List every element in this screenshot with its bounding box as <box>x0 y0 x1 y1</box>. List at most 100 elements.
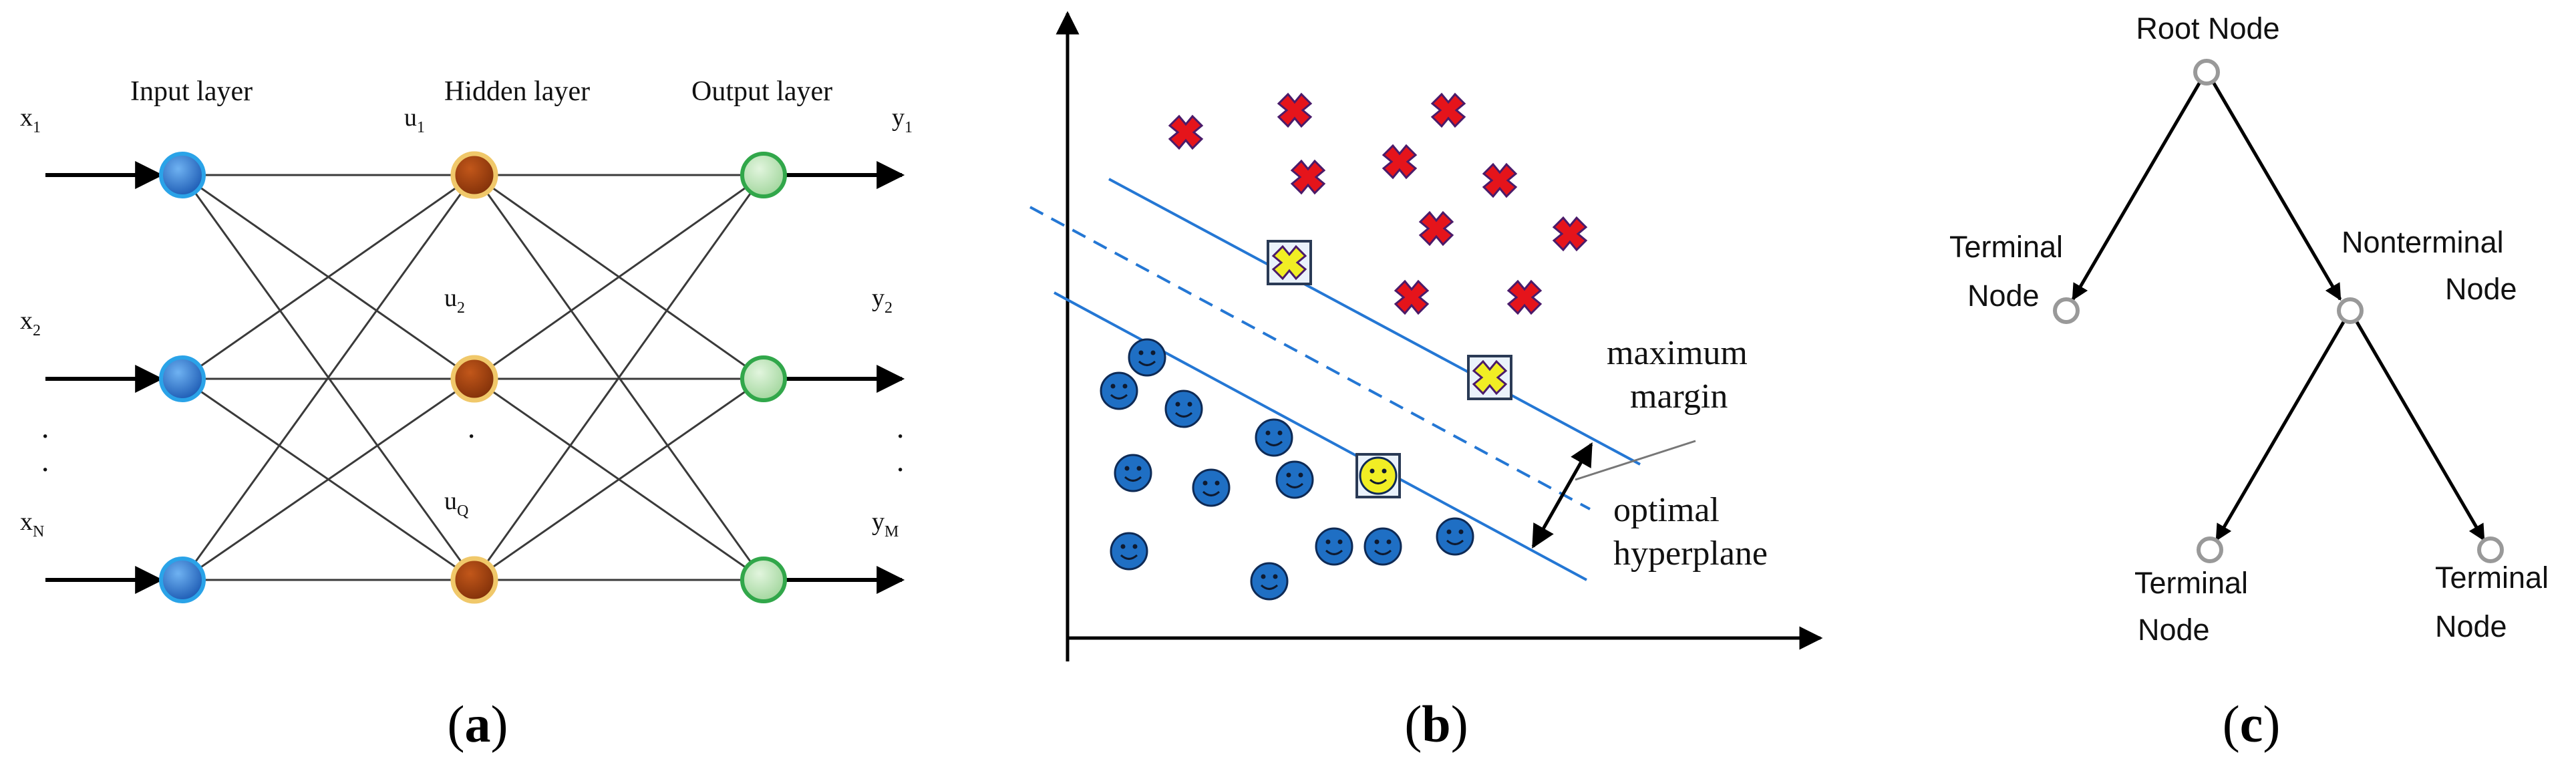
smiley-mouth <box>1285 482 1304 488</box>
connection-l1-1-0 <box>474 174 764 380</box>
caption-c: (c) <box>2223 695 2281 753</box>
annotation-hyperplane: hyperplane <box>1613 534 1768 573</box>
upper-margin-line <box>1108 178 1641 466</box>
smiley-icon <box>1100 371 1138 410</box>
output-label-y1: y1 <box>892 104 913 136</box>
smiley-eye <box>1138 350 1144 355</box>
cross-icon <box>1552 216 1588 252</box>
smiley-icon <box>1363 527 1402 566</box>
smiley-eye <box>1136 466 1142 471</box>
cross-icon <box>1394 279 1430 315</box>
cross-point-9 <box>1506 279 1543 315</box>
edge-root-right <box>2211 81 2342 301</box>
smiley-mouth <box>1446 539 1464 545</box>
smiley-eye <box>1298 472 1303 478</box>
smiley-point-10 <box>1436 517 1474 556</box>
cross-icon <box>1277 92 1313 128</box>
input-label-x2: x2 <box>20 307 41 339</box>
smiley-mouth <box>1374 549 1392 555</box>
smiley-point-4 <box>1114 454 1152 492</box>
cross-point-8 <box>1394 279 1430 315</box>
smiley-icon <box>1110 532 1148 571</box>
ellipsis-output-2: · <box>895 452 905 486</box>
annotation-pointer <box>1575 440 1696 481</box>
smiley-eye <box>1110 383 1116 389</box>
tree-edges <box>2071 81 2486 542</box>
svm-smiley-class <box>1100 338 1474 601</box>
smiley-icon <box>1128 338 1166 377</box>
cross-point-3 <box>1290 159 1326 195</box>
cross-icon <box>1430 92 1466 128</box>
optimal-hyperplane-line <box>1029 206 1591 510</box>
smiley-icon <box>1164 390 1203 428</box>
input-label-x1: x1 <box>20 104 41 136</box>
connection-l1-2-0 <box>473 174 765 581</box>
cross-point-1 <box>1277 92 1313 128</box>
input-node-1 <box>159 152 206 198</box>
cross-point-2 <box>1430 92 1466 128</box>
smiley-eye <box>1374 539 1380 545</box>
cross-icon <box>1418 210 1454 247</box>
margin-double-arrow <box>1531 442 1593 549</box>
smiley-eye <box>1120 544 1126 549</box>
hidden-label-u2: u2 <box>444 284 465 317</box>
smiley-icon <box>1275 460 1314 499</box>
ellipsis-input-2: · <box>40 452 50 486</box>
output-node-2 <box>740 355 787 402</box>
cross-point-6 <box>1418 210 1454 247</box>
terminal-bottom-left-circle <box>2197 536 2223 563</box>
smiley-eye <box>1175 402 1180 407</box>
smiley-eye <box>1122 383 1128 389</box>
ellipsis-output-1: · <box>895 419 905 453</box>
smiley-eye <box>1325 539 1331 545</box>
cross-point-4 <box>1382 144 1418 180</box>
hidden-node-1 <box>450 151 498 199</box>
annotation-optimal: optimal <box>1613 491 1720 529</box>
smiley-eye <box>1277 430 1283 436</box>
smiley-icon <box>1359 456 1398 495</box>
output-label-ym: yM <box>872 508 899 541</box>
cross-icon <box>1382 144 1418 180</box>
output-nodes <box>740 152 787 603</box>
tree-nodes <box>2053 59 2504 563</box>
smiley-icon <box>1114 454 1152 492</box>
cross-icon <box>1472 359 1508 396</box>
hidden-node-2 <box>450 355 498 403</box>
smiley-eye <box>1132 544 1138 549</box>
smiley-icon <box>1250 562 1289 601</box>
smiley-point-0 <box>1128 338 1166 377</box>
ellipsis-input-1: · <box>40 419 50 453</box>
panel-a-neural-network: Input layer Hidden layer Output layer x1… <box>20 76 913 753</box>
annotation-margin: margin <box>1630 377 1728 416</box>
connection-l0-1-0 <box>182 174 475 380</box>
smiley-mouth <box>1260 584 1279 590</box>
smiley-icon <box>1436 517 1474 556</box>
smiley-eye <box>1273 574 1278 579</box>
output-node-1 <box>740 152 787 198</box>
nonterminal-label-2: Node <box>2445 272 2517 306</box>
terminal-bottom-right-label-1: Terminal <box>2435 561 2549 595</box>
nonterminal-label-1: Nonterminal <box>2342 225 2504 259</box>
smiley-icon <box>1315 527 1353 566</box>
smiley-point-7 <box>1110 532 1148 571</box>
panel-b-svm: maximum margin optimal hyperplane (b) <box>1029 11 1823 753</box>
input-node-2 <box>159 355 206 402</box>
connection-l0-2-0 <box>181 174 476 581</box>
output-layer-label: Output layer <box>691 76 832 107</box>
terminal-left-circle <box>2053 297 2080 324</box>
caption-b: (b) <box>1404 695 1468 753</box>
annotation-maximum: maximum <box>1607 334 1748 372</box>
smiley-eye <box>1337 539 1343 545</box>
connection-l1-2-1 <box>474 377 764 581</box>
caption-a: (a) <box>448 695 508 753</box>
input-layer-label: Input layer <box>130 76 253 107</box>
smiley-eye <box>1187 402 1192 407</box>
smiley-eye <box>1150 350 1156 355</box>
smiley-point-3 <box>1255 418 1293 457</box>
smiley-eye <box>1446 529 1452 534</box>
smiley-eye <box>1382 468 1387 474</box>
connection-l0-2-1 <box>182 377 475 581</box>
smiley-mouth <box>1174 412 1193 418</box>
smiley-eye <box>1261 574 1266 579</box>
